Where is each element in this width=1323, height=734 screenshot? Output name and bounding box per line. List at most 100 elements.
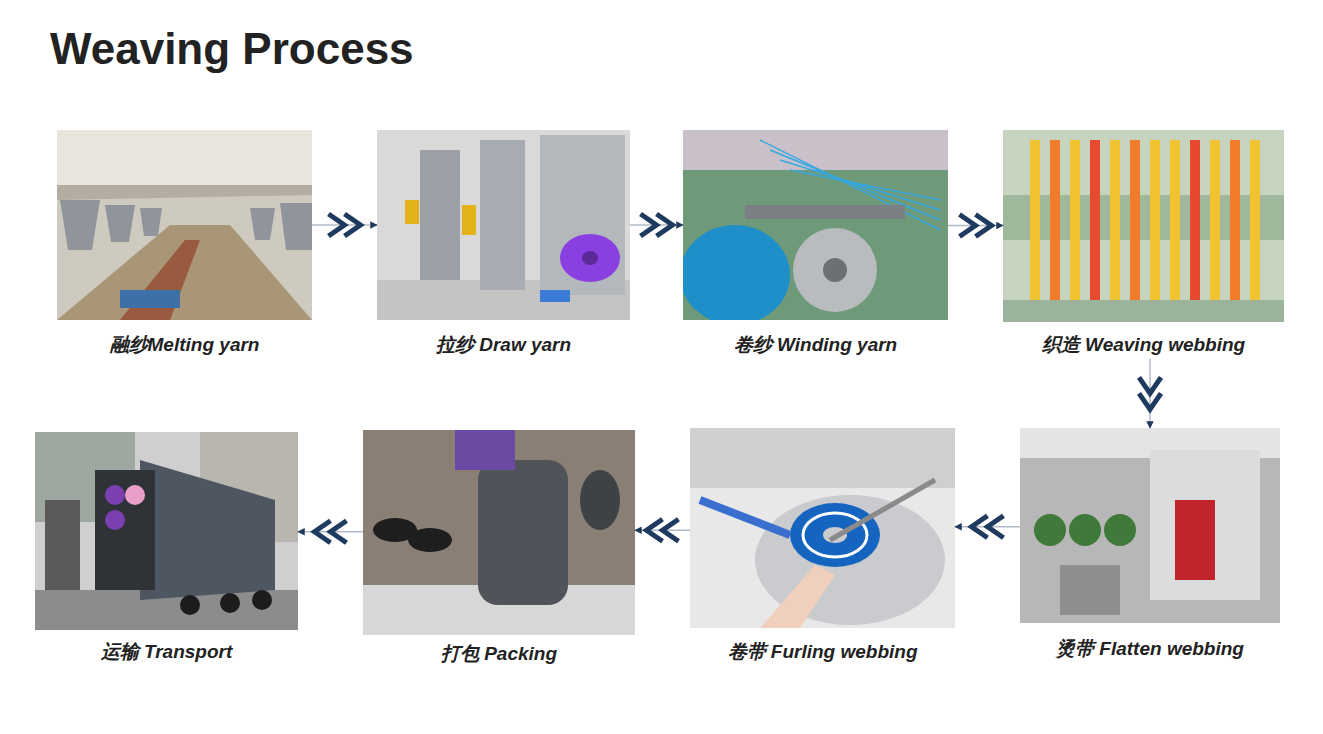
- chevron-arrow: [988, 516, 1004, 538]
- oven: [1150, 450, 1260, 600]
- strip: [1190, 140, 1200, 300]
- loom-base: [1003, 300, 1284, 322]
- process-step: 拉纱 Draw yarn: [377, 130, 630, 359]
- flow-connector-group: [635, 519, 690, 541]
- container: [140, 460, 275, 600]
- machine: [480, 140, 525, 290]
- wheel-hub: [823, 258, 847, 282]
- process-step: 卷纱 Winding yarn: [683, 130, 948, 359]
- spool: [1034, 514, 1066, 546]
- photo-frame: [377, 130, 630, 333]
- spool-core: [582, 251, 598, 265]
- spool: [125, 485, 145, 505]
- spool: [105, 510, 125, 530]
- strip: [1210, 140, 1220, 300]
- yarn-spool: [560, 234, 620, 282]
- chevron-arrow: [657, 214, 673, 236]
- chevron-arrow: [315, 521, 331, 543]
- photo-ground: [377, 130, 630, 320]
- floor-stripe: [120, 240, 200, 320]
- process-step: 打包 Packing: [363, 430, 635, 668]
- hand: [760, 565, 835, 628]
- step-caption: 烫带 Flatten webbing: [1020, 637, 1280, 661]
- wheel: [220, 593, 240, 613]
- spool: [105, 485, 125, 505]
- furling-photo: [690, 428, 955, 628]
- machine: [420, 150, 460, 280]
- hopper: [140, 208, 162, 236]
- flow-connector-group: [948, 215, 1003, 237]
- webbing-strips: [1030, 140, 1260, 300]
- photo-frame: [690, 428, 955, 640]
- strip: [1090, 140, 1100, 300]
- strip: [1030, 140, 1040, 300]
- flow-connector-group: [630, 214, 683, 236]
- container-door: [95, 470, 155, 590]
- spool: [1104, 514, 1136, 546]
- blue-tray: [120, 290, 180, 308]
- webbing: [700, 500, 790, 535]
- diagram-title: Weaving Process: [50, 24, 414, 74]
- roll: [580, 470, 620, 530]
- background-yarns: [683, 130, 948, 170]
- chevron-arrow: [663, 519, 679, 541]
- process-step: 织造 Weaving webbing: [1003, 130, 1284, 359]
- melting-photo: [57, 130, 312, 320]
- packing-photo: [363, 430, 635, 635]
- loom-bar: [1003, 195, 1284, 240]
- step-caption: 织造 Weaving webbing: [1003, 333, 1284, 357]
- step-caption: 打包 Packing: [363, 642, 635, 666]
- chevron-arrow: [976, 215, 992, 237]
- process-step: 烫带 Flatten webbing: [1020, 428, 1280, 663]
- flow-connector-group: [955, 516, 1020, 538]
- photo-frame: [683, 130, 948, 333]
- oven-window: [1175, 500, 1215, 580]
- strip: [1170, 140, 1180, 300]
- flow-connector-group: [312, 214, 377, 236]
- spool: [1069, 514, 1101, 546]
- arm: [830, 480, 935, 540]
- chevron-arrow: [345, 214, 361, 236]
- chevron-arrow: [329, 214, 345, 236]
- process-step: 融纱Melting yarn: [57, 130, 312, 359]
- yarn-spool: [540, 290, 570, 302]
- chevron-arrow: [1139, 377, 1161, 393]
- strip: [1130, 140, 1140, 300]
- background: [690, 428, 955, 488]
- photo-frame: [1003, 130, 1284, 333]
- strip: [1050, 140, 1060, 300]
- draw-photo: [377, 130, 630, 320]
- wheel: [180, 595, 200, 615]
- chevron-arrow: [960, 215, 976, 237]
- roll: [408, 528, 452, 552]
- ceiling: [57, 130, 312, 185]
- step-caption: 卷纱 Winding yarn: [683, 333, 948, 357]
- flatten-photo: [1020, 428, 1280, 623]
- chevron-arrow: [641, 214, 657, 236]
- hopper: [60, 200, 100, 250]
- yarn-spool: [405, 200, 419, 224]
- strip: [1250, 140, 1260, 300]
- bagged-roll: [478, 460, 568, 605]
- chevron-arrow: [972, 516, 988, 538]
- photo-ground: [1003, 130, 1284, 322]
- step-caption: 融纱Melting yarn: [57, 333, 312, 357]
- strip: [1230, 140, 1240, 300]
- photo-ground: [57, 130, 312, 320]
- machine: [540, 135, 625, 295]
- strip: [1110, 140, 1120, 300]
- photo-frame: [35, 432, 298, 640]
- strip: [1070, 140, 1080, 300]
- process-step: 运输 Transport: [35, 432, 298, 666]
- blue-spool: [683, 225, 790, 320]
- plastic-bag: [478, 460, 568, 605]
- hoppers: [60, 200, 312, 250]
- flow-connector-group: [1139, 359, 1161, 428]
- photo-frame: [57, 130, 312, 333]
- transport-photo: [35, 432, 298, 630]
- roller: [745, 205, 905, 219]
- wheel: [252, 590, 272, 610]
